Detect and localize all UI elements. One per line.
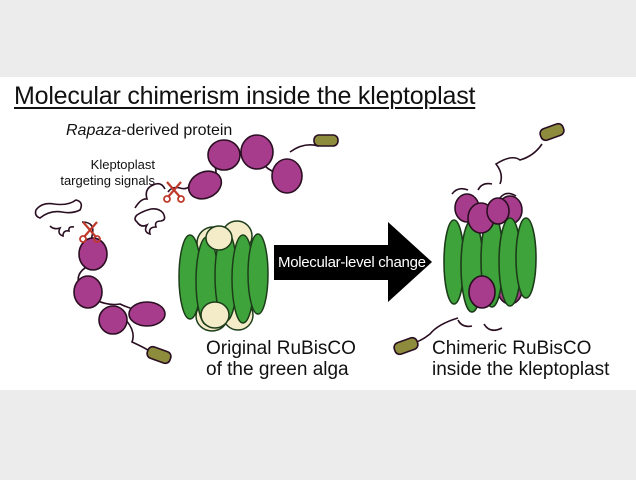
- rapaza-subunit: [73, 275, 103, 309]
- olive-tag: [393, 336, 419, 356]
- olive-tag: [539, 122, 565, 142]
- rapaza-subunit: [207, 139, 241, 171]
- arrow-icon: [274, 222, 432, 302]
- olive-tag: [146, 345, 172, 365]
- rapaza-subunit: [271, 158, 303, 194]
- original-rubisco-label: Original RuBisCO of the green alga: [206, 338, 356, 380]
- rapaza-subunit: [78, 237, 108, 271]
- rapaza-subunit: [187, 170, 223, 200]
- figure-title: Molecular chimerism inside the kleptopla…: [14, 82, 476, 110]
- targeting-signals-label: Kleptoplast targeting signals: [60, 157, 155, 188]
- scissors-icon: [162, 180, 186, 204]
- original-rubisco: [178, 220, 269, 332]
- rapaza-protein-chain-lower: [34, 199, 172, 365]
- rapaza-protein-chain-upper: [134, 134, 339, 236]
- rapaza-subunit: [98, 305, 128, 335]
- arrow-label: Molecular-level change: [278, 254, 426, 271]
- rapaza-subunit: [240, 134, 274, 170]
- olive-tag: [313, 134, 339, 147]
- chimeric-rubisco: [393, 122, 565, 356]
- rapaza-subunit: [128, 301, 166, 327]
- rapaza-protein-label: Rapaza-derived protein: [66, 122, 233, 139]
- chimeric-rubisco-label: Chimeric RuBisCO inside the kleptoplast: [432, 338, 610, 380]
